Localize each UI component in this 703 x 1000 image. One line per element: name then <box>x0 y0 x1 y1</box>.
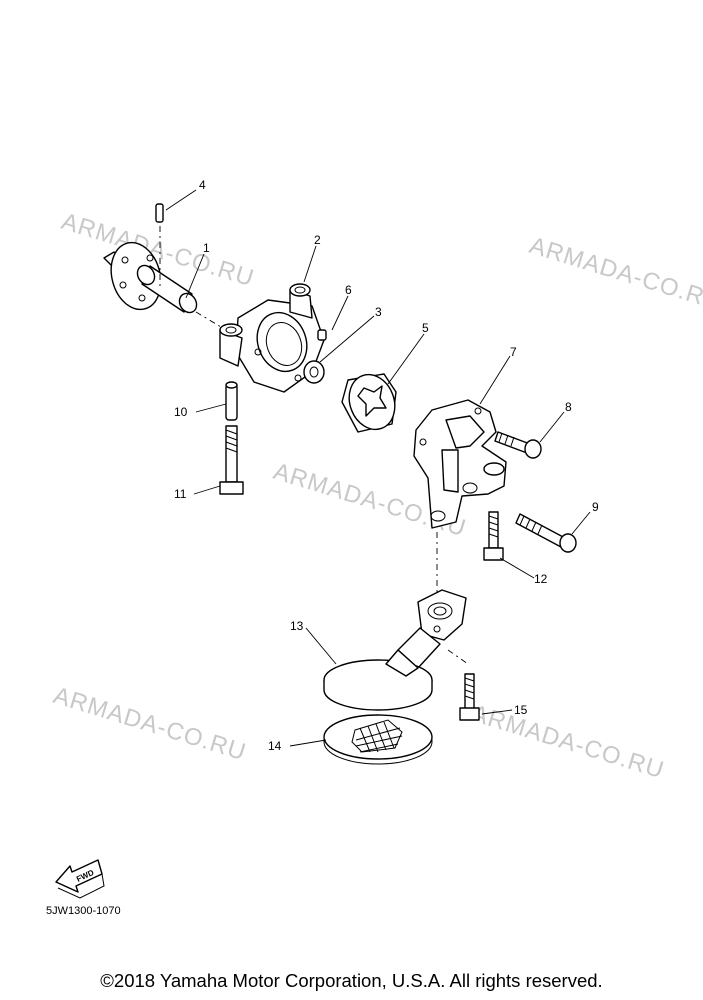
watermark-2: ARMADA-CO.RU <box>526 232 703 316</box>
part-7-pump-cover <box>413 399 507 529</box>
callout-7: 7 <box>510 345 517 359</box>
part-10-dowel-pin <box>225 381 238 421</box>
callout-1: 1 <box>203 241 210 255</box>
part-8-bolt <box>494 431 542 459</box>
callout-8: 8 <box>565 400 572 414</box>
callout-6: 6 <box>345 283 352 297</box>
part-2-pump-housing <box>219 283 325 393</box>
part-15-bolt <box>459 673 480 721</box>
part-9-bolt <box>515 513 577 553</box>
watermark-4: ARMADA-CO.RU <box>50 682 249 766</box>
leader-lines <box>165 189 591 747</box>
callout-3: 3 <box>375 305 382 319</box>
part-3-washer <box>303 360 325 384</box>
fwd-arrow-icon: FWD <box>55 859 105 899</box>
callout-2: 2 <box>314 233 321 247</box>
assembly-axis-2 <box>195 311 227 331</box>
part-5-pump-rotor <box>341 373 397 433</box>
callout-10: 10 <box>174 405 188 419</box>
part-1-pump-drive-gear <box>103 241 198 314</box>
part-13-oil-strainer <box>323 589 467 711</box>
callout-15: 15 <box>514 703 528 717</box>
callout-5: 5 <box>422 321 429 335</box>
callout-14: 14 <box>268 739 282 753</box>
callout-12: 12 <box>534 572 548 586</box>
callout-11: 11 <box>174 487 187 501</box>
part-14-strainer-screen <box>323 714 433 765</box>
copyright-notice: ©2018 Yamaha Motor Corporation, U.S.A. A… <box>100 970 603 991</box>
part-6-dowel-pin <box>317 329 327 341</box>
callout-9: 9 <box>592 500 599 514</box>
part-12-bolt <box>483 511 504 561</box>
part-11-bolt <box>219 425 244 495</box>
callout-4: 4 <box>199 178 206 192</box>
callout-13: 13 <box>290 619 304 633</box>
diagram-code: 5JW1300-1070 <box>46 905 121 917</box>
part-4-pin <box>155 203 164 223</box>
assembly-axis-4 <box>447 649 469 665</box>
watermark-5: ARMADA-CO.RU <box>468 700 667 784</box>
